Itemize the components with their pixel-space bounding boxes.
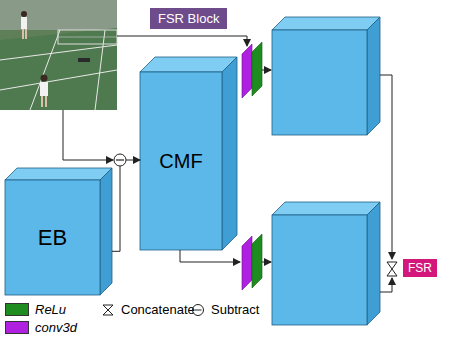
- module-box: EB: [5, 180, 100, 295]
- node-text: FSR Block: [158, 11, 219, 26]
- conv-relu-plates: [242, 42, 262, 98]
- output-cube: [272, 202, 380, 325]
- output-label: FSR: [403, 259, 437, 277]
- module-box: CMF: [140, 72, 222, 250]
- subtract-symbol: [190, 303, 206, 317]
- cmf-cube: [140, 57, 237, 250]
- legend-entry: Subtract: [190, 302, 259, 317]
- connector: [112, 160, 140, 251]
- legend-entry: ReLu: [5, 302, 66, 317]
- eb-cube: [5, 168, 112, 295]
- legend-text: conv3d: [35, 320, 77, 335]
- concatenate-symbol: [387, 262, 397, 276]
- conv-relu-plates: [242, 234, 262, 290]
- legend-entry: Concatenate: [100, 302, 195, 317]
- legend-text: Concatenate: [121, 302, 195, 317]
- concatenate-symbol: [100, 303, 116, 317]
- legend-entry: conv3d: [5, 320, 77, 335]
- node-text: CMF: [159, 150, 202, 173]
- output-cube: [272, 17, 380, 135]
- subtract-symbol: [114, 154, 126, 166]
- video-frame: [0, 0, 117, 110]
- node-text: EB: [38, 225, 67, 251]
- legend-text: Subtract: [211, 302, 259, 317]
- block-label: FSR Block: [150, 8, 227, 29]
- legend-text: ReLu: [35, 302, 66, 317]
- node-text: FSR: [408, 261, 432, 275]
- wires: [63, 36, 392, 292]
- legend-swatch: [5, 303, 29, 316]
- legend-swatch: [5, 321, 29, 334]
